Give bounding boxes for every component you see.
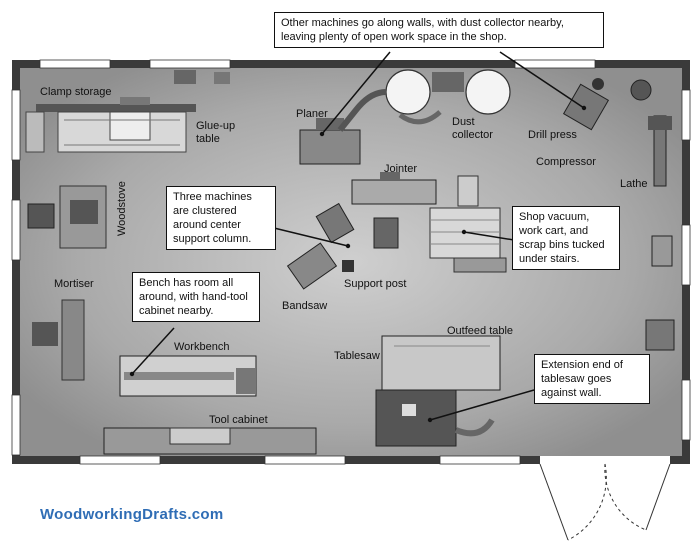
label-tool-cabinet: Tool cabinet: [209, 414, 268, 426]
leader-lines: [131, 51, 585, 421]
label-drill-press: Drill press: [528, 129, 577, 141]
callout-under-stairs: Shop vacuum, work cart, and scrap bins t…: [512, 206, 620, 270]
label-planer: Planer: [296, 108, 328, 120]
clamp-storage: [36, 70, 230, 112]
drill-press: [562, 78, 610, 131]
support-post: [342, 217, 399, 272]
label-workbench: Workbench: [174, 341, 230, 353]
brand-logo-text: WoodworkingDrafts.com: [40, 506, 224, 523]
label-lathe: Lathe: [620, 178, 648, 190]
glue-up-table: [57, 111, 187, 153]
planer: [299, 118, 361, 165]
label-dust-collector: Dust collector: [452, 116, 493, 141]
label-bandsaw: Bandsaw: [282, 300, 328, 312]
label-tablesaw: Tablesaw: [334, 350, 380, 362]
workbench: [119, 355, 257, 397]
dust-collector: [337, 69, 511, 132]
woodstove: [27, 185, 107, 249]
label-mortiser: Mortiser: [54, 278, 94, 290]
wall-tool-rack: [25, 111, 45, 153]
label-woodstove: Woodstove: [116, 181, 128, 236]
label-glue-up-table: Glue-up table: [196, 120, 236, 145]
callout-machines-along-walls: Other machines go along walls, with dust…: [274, 12, 604, 48]
lathe: [648, 115, 672, 187]
compressor: [630, 79, 652, 101]
callout-bench-room: Bench has room all around, with hand-too…: [132, 272, 260, 322]
label-compressor: Compressor: [536, 156, 596, 168]
label-support-post: Support post: [344, 278, 407, 290]
arrowheads: [129, 105, 587, 423]
wall-cabinet: [645, 235, 675, 351]
callout-tablesaw-extension: Extension end of tablesaw goes against w…: [534, 354, 650, 404]
jointer: [351, 172, 437, 205]
label-jointer: Jointer: [384, 163, 418, 175]
tool-cabinet: [103, 427, 317, 455]
double-door: [539, 463, 671, 541]
tablesaw: [375, 389, 495, 447]
outfeed-table: [381, 335, 501, 391]
mortiser: [32, 299, 85, 381]
callout-center-cluster: Three machines are clustered around cent…: [166, 186, 276, 250]
label-clamp-storage: Clamp storage: [40, 86, 112, 98]
bandsaw: [286, 202, 355, 290]
label-outfeed-table: Outfeed table: [447, 325, 514, 337]
